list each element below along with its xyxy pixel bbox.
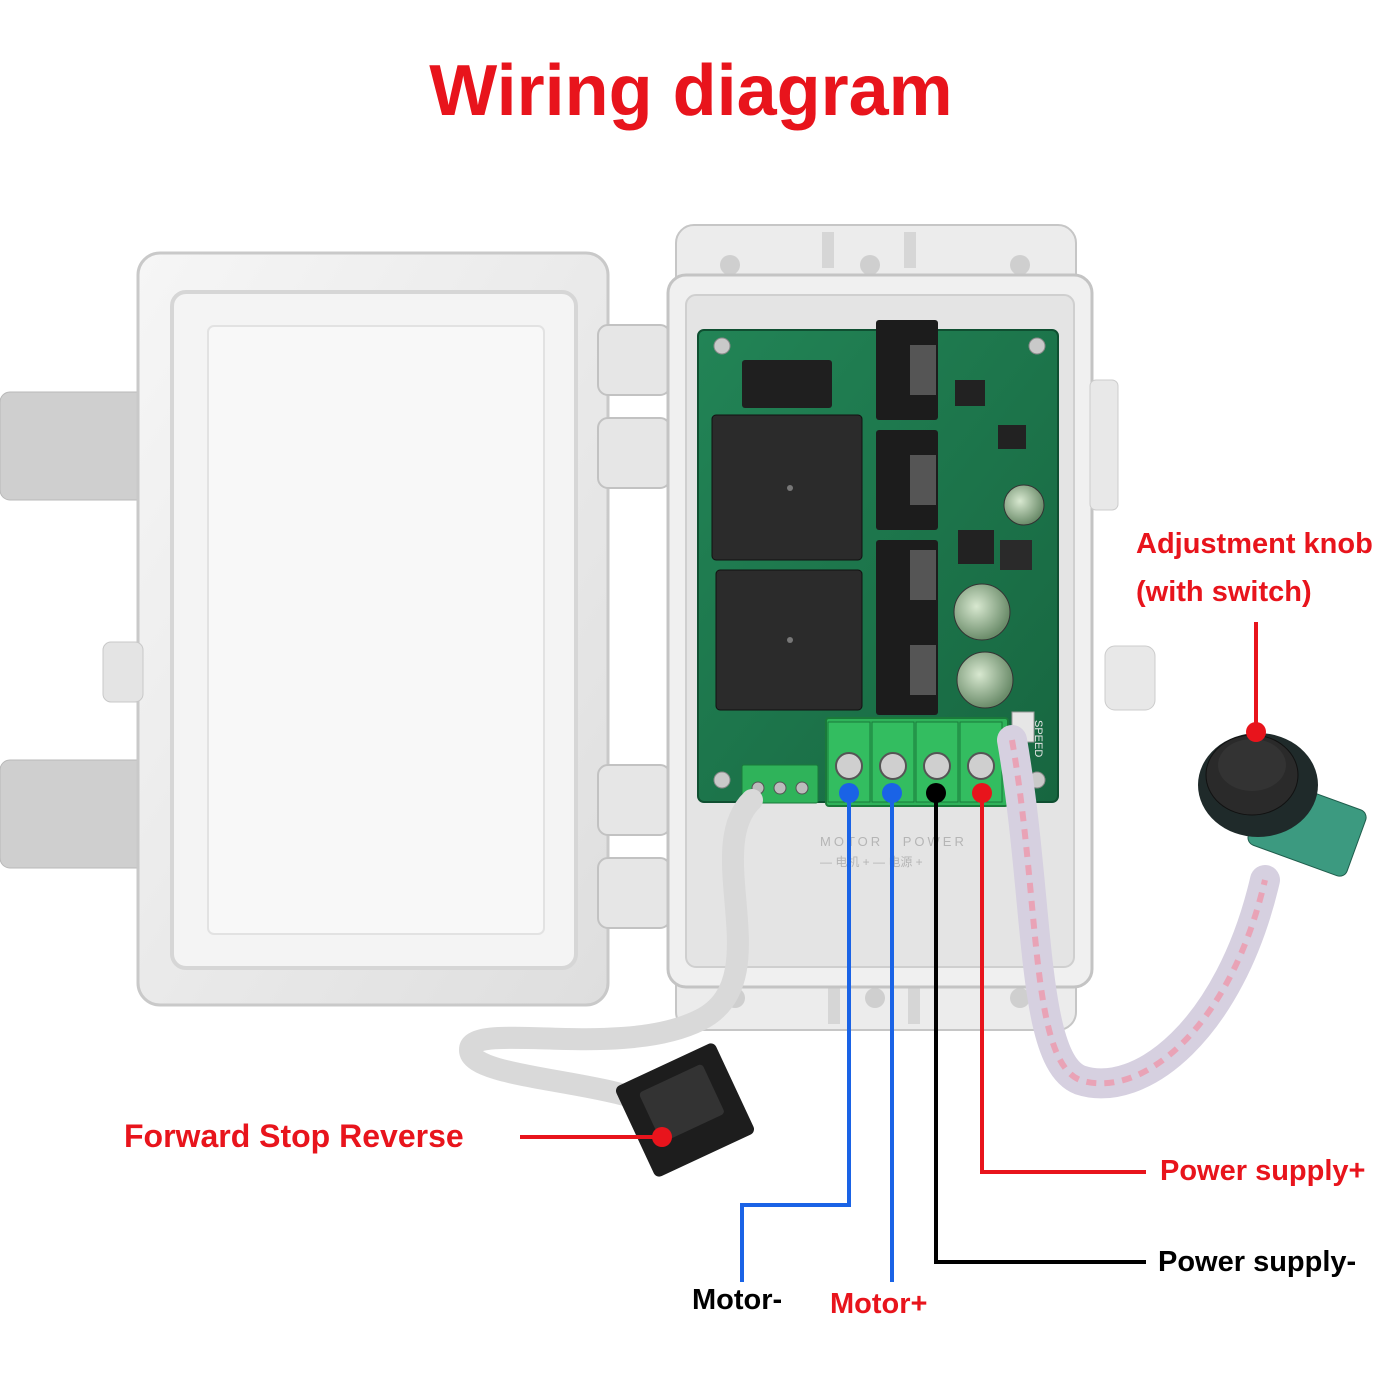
capacitor-icon (953, 484, 1045, 709)
speed-silkscreen: SPEED (1032, 720, 1044, 757)
label-motor-plus: Motor+ (830, 1288, 928, 1320)
label-motor-minus: Motor- (692, 1284, 783, 1316)
wire-power-plus (972, 783, 1146, 1174)
page-title: Wiring diagram (429, 51, 953, 131)
ribbon-cable-icon (997, 725, 1280, 1099)
pcb-board-icon: SPEED MOTOR | POWER — (697, 320, 1059, 869)
switch-cable-icon (458, 789, 763, 1121)
label-with-switch: (with switch) (1136, 576, 1312, 608)
enclosure-lid-icon (0, 251, 610, 1007)
label-adjustment-knob: Adjustment knob (1136, 528, 1373, 560)
rocker-switch-icon (615, 1043, 755, 1177)
wire-motor-plus (882, 783, 902, 1282)
wire-motor-minus (740, 783, 859, 1282)
rotary-knob-icon (1198, 733, 1367, 877)
wire-forward-stop-reverse (520, 1127, 672, 1147)
heatsink-icon (742, 320, 938, 715)
relay-icon (711, 414, 863, 711)
label-forward-stop-reverse: Forward Stop Reverse (124, 1118, 464, 1154)
wire-power-minus (926, 783, 1146, 1264)
hinge-icon (597, 324, 671, 929)
label-power-supply-minus: Power supply- (1158, 1246, 1357, 1278)
polarity-silkscreen: — 电机 + — 电源 + (820, 855, 923, 869)
wire-adjustment-knob (1246, 622, 1266, 742)
label-power-supply-plus: Power supply+ (1160, 1155, 1366, 1187)
